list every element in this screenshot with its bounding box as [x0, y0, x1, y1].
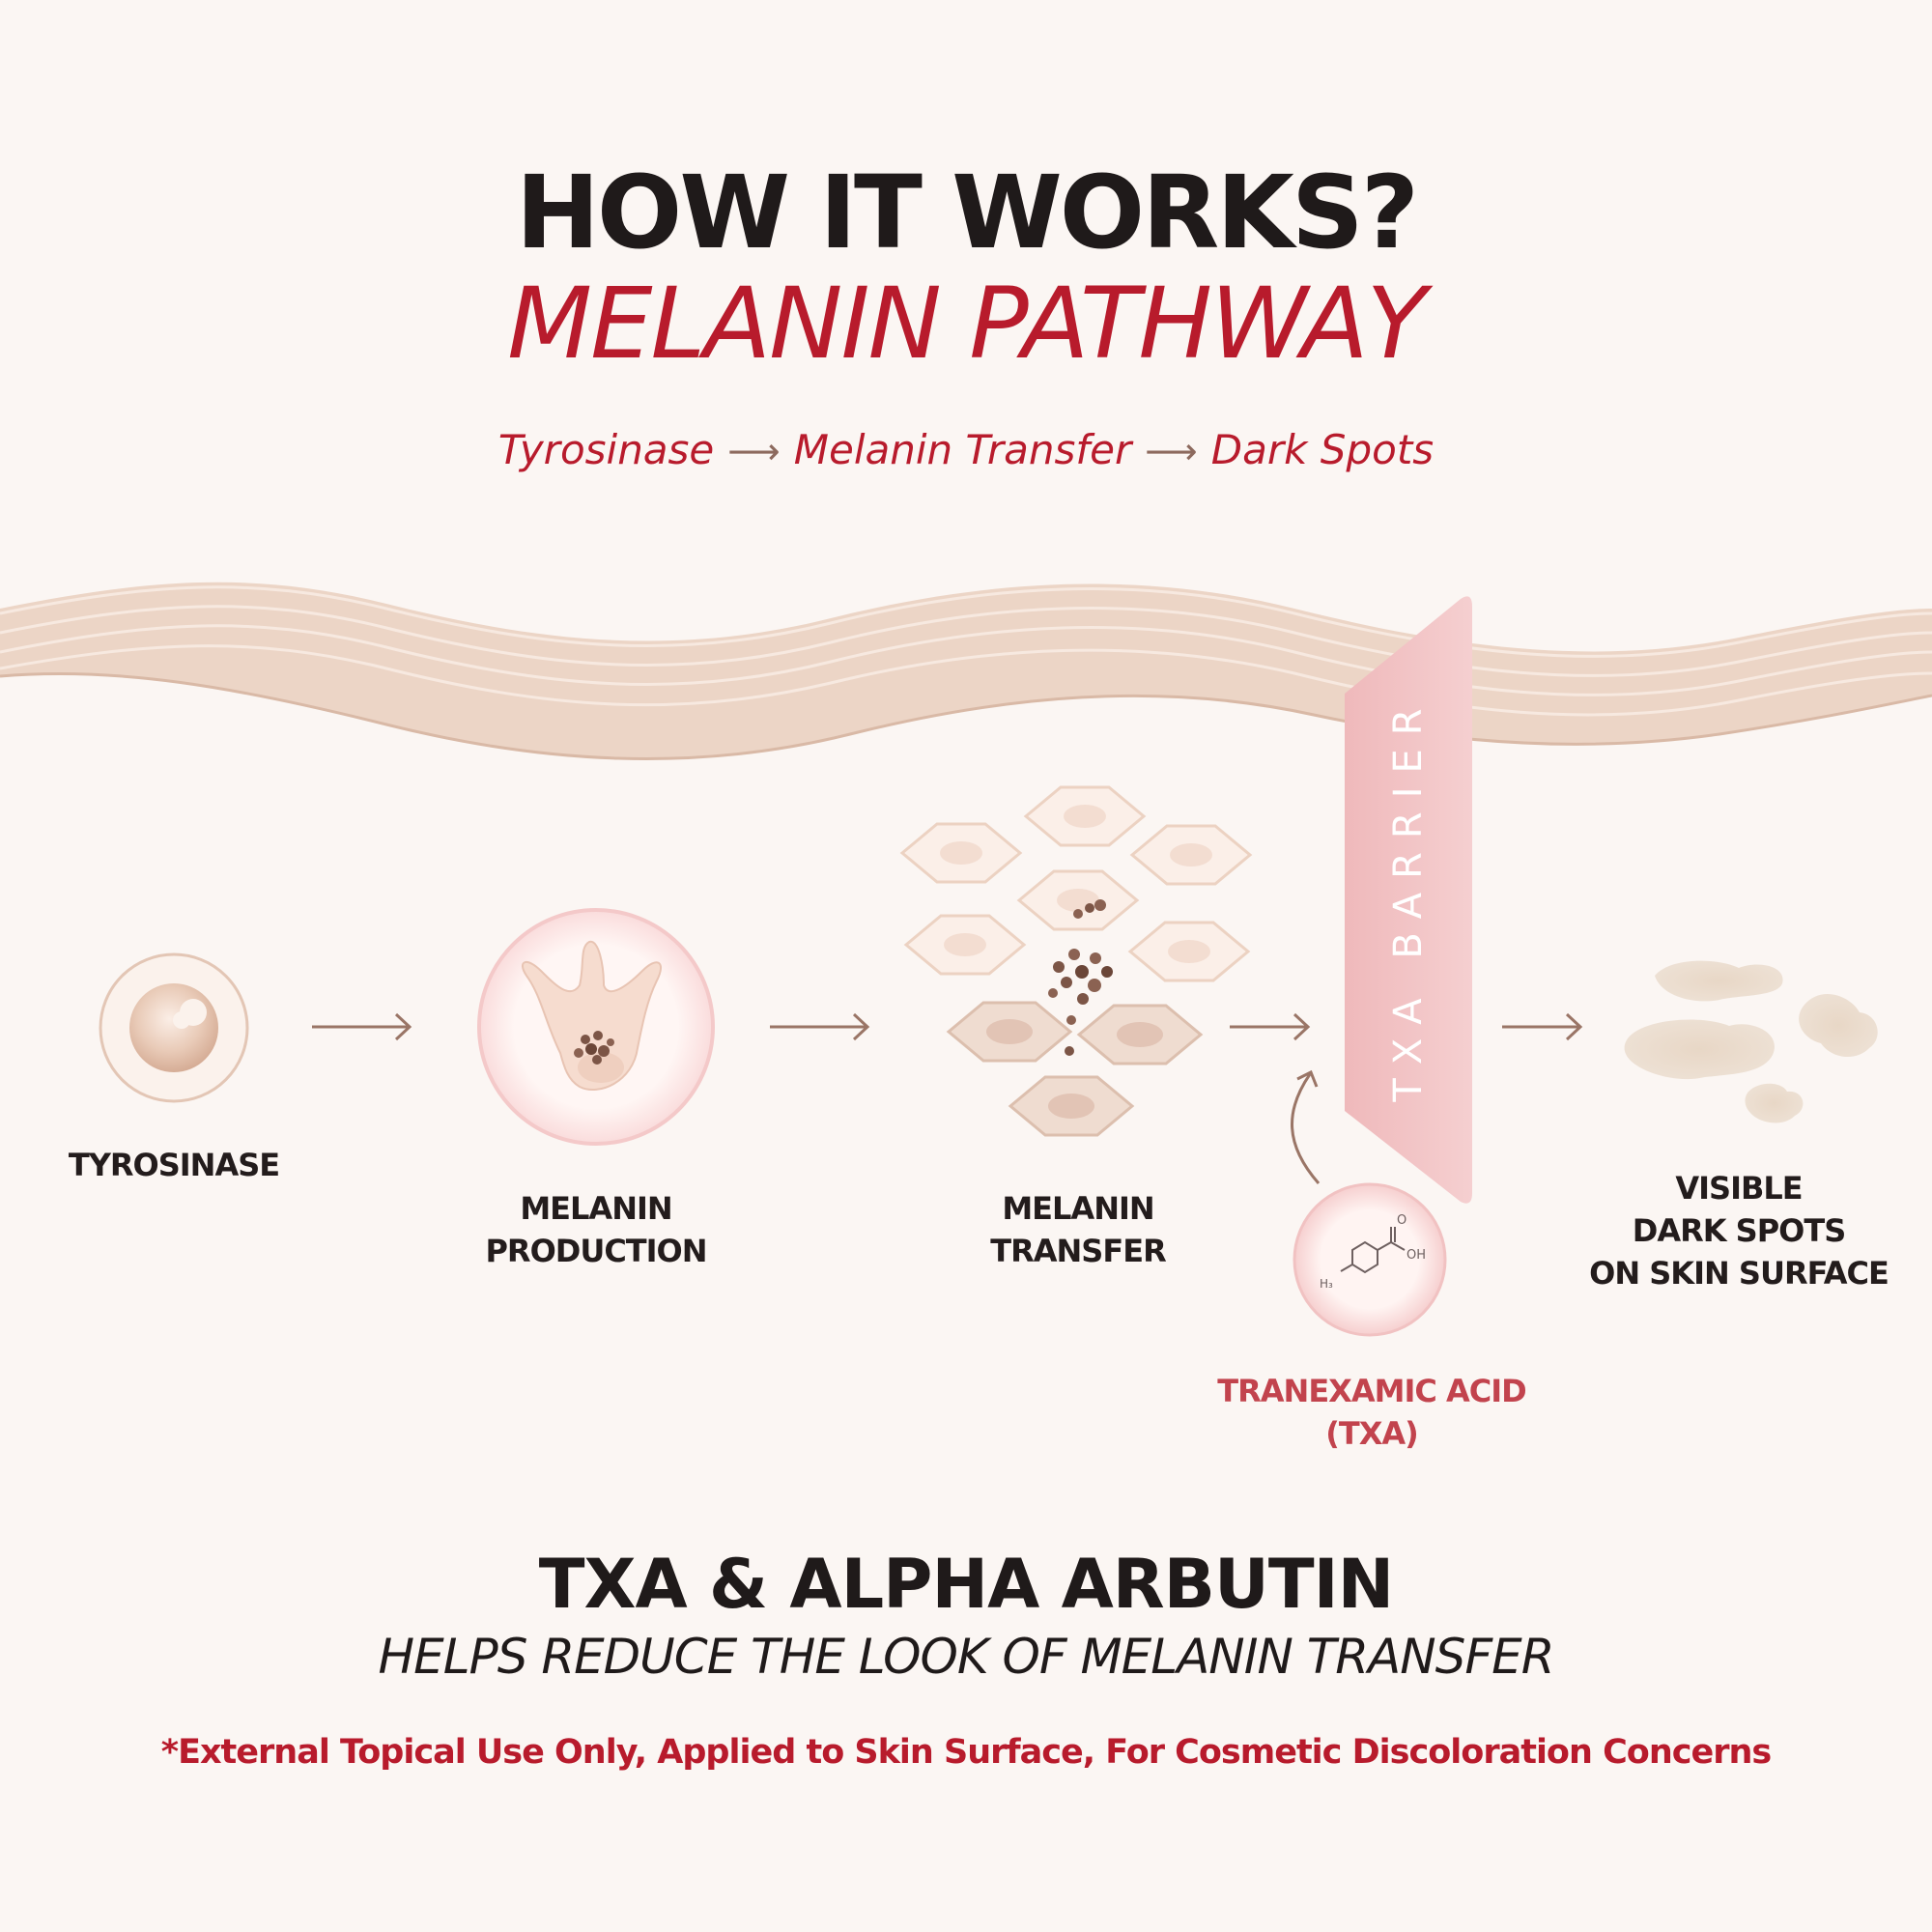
tyrosinase-icon: [99, 952, 249, 1103]
txa-barrier-label: TXA BARRIER: [1386, 695, 1431, 1102]
footer-subline: HELPS REDUCE THE LOOK OF MELANIN TRANSFE…: [378, 1629, 1555, 1685]
label-visible-dark-spots: VISIBLE DARK SPOTS ON SKIN SURFACE: [1589, 1170, 1889, 1292]
pathway-step-melanin-transfer: Melanin Transfer: [793, 426, 1132, 473]
page-title: HOW IT WORKS?: [515, 154, 1419, 271]
txa-molecule-icon: [1293, 1182, 1447, 1337]
label-tranexamic-acid: TRANEXAMIC ACID (TXA): [1217, 1373, 1526, 1452]
curved-arrow-icon: [1291, 1069, 1321, 1184]
pathway-summary: Tyrosinase⟶Melanin Transfer⟶Dark Spots: [0, 430, 1932, 470]
dark-spots-icon: [1624, 960, 1878, 1123]
molecule-label-methyl: H₃: [1320, 1277, 1333, 1291]
footer-headline: TXA & ALPHA ARBUTIN: [538, 1545, 1395, 1624]
molecule-label-oxygen: O: [1397, 1213, 1406, 1228]
arrow-right-icon: [770, 1012, 870, 1041]
arrow-right-icon: [1230, 1012, 1311, 1041]
arrow-right-icon: [312, 1012, 412, 1041]
arrow-right-icon: [1502, 1012, 1583, 1041]
label-tyrosinase: TYROSINASE: [68, 1147, 280, 1183]
label-melanin-production: MELANIN PRODUCTION: [485, 1190, 707, 1269]
pathway-arrow-icon: ⟶: [727, 430, 781, 472]
melanocyte-icon: [477, 908, 715, 1146]
molecule-label-hydroxyl: OH: [1406, 1248, 1426, 1263]
page-subtitle: MELANIN PATHWAY: [507, 267, 1427, 382]
keratinocyte-cluster-icon: [899, 785, 1253, 1137]
label-melanin-transfer: MELANIN TRANSFER: [990, 1190, 1166, 1269]
pathway-step-dark-spots: Dark Spots: [1210, 426, 1435, 473]
skin-surface-wave: [0, 582, 1932, 760]
footer-disclaimer: *External Topical Use Only, Applied to S…: [160, 1733, 1772, 1772]
pathway-step-tyrosinase: Tyrosinase: [497, 426, 715, 473]
pathway-arrow-icon: ⟶: [1145, 430, 1198, 472]
txa-barrier-panel: [1345, 596, 1472, 1204]
